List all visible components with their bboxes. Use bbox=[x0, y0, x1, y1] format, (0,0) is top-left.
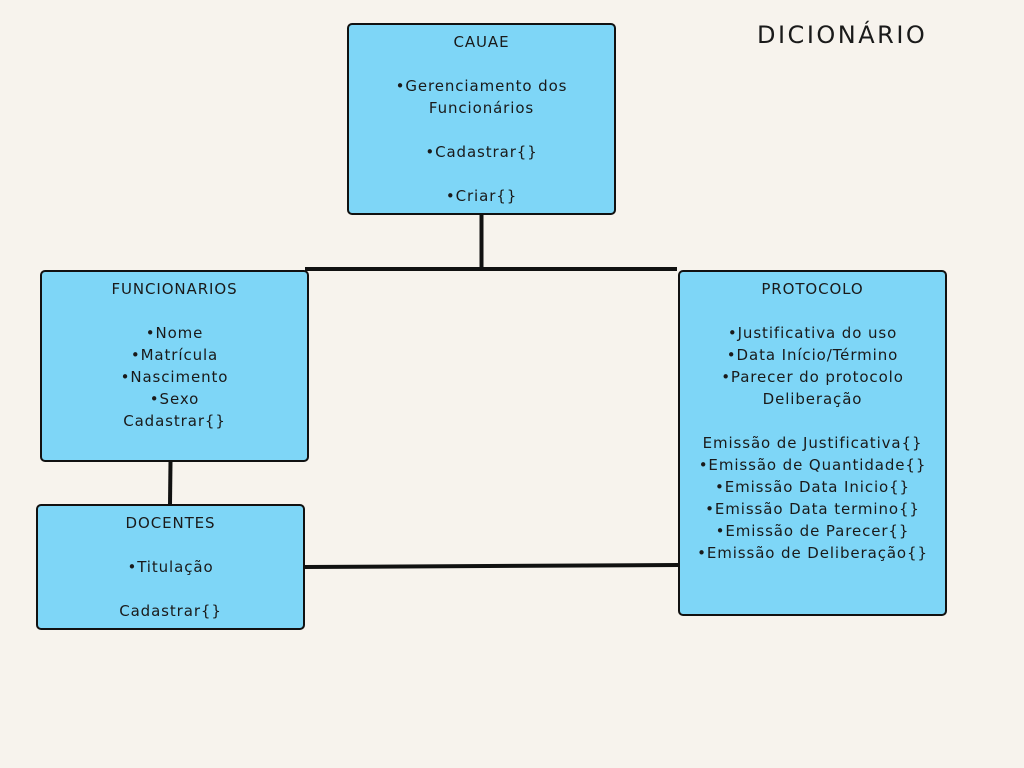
attribute-line: Funcionários bbox=[428, 99, 535, 117]
attribute-line: •Justificativa do uso bbox=[727, 324, 898, 342]
attribute-line: Deliberação bbox=[762, 390, 863, 408]
entity-box-funcionarios: FUNCIONARIOS •Nome•Matrícula•Nascimento•… bbox=[40, 270, 309, 462]
entity-title-docentes: DOCENTES bbox=[125, 514, 216, 532]
attribute-line: •Emissão de Quantidade{} bbox=[698, 456, 927, 474]
entity-title-protocolo: PROTOCOLO bbox=[761, 280, 864, 298]
blank-line bbox=[680, 300, 945, 322]
blank-line bbox=[38, 534, 303, 556]
diagram-title: DICIONÁRIO bbox=[757, 21, 928, 49]
attribute-line: •Titulação bbox=[127, 558, 214, 576]
entity-attributes-protocolo: •Justificativa do uso •Data Início/Términ… bbox=[680, 300, 945, 564]
attribute-line: •Nome bbox=[145, 324, 204, 342]
attribute-line: •Emissão Data Inicio{} bbox=[714, 478, 911, 496]
attribute-line: •Emissão de Parecer{} bbox=[715, 522, 910, 540]
blank-line bbox=[349, 53, 614, 75]
attribute-line: Emissão de Justificativa{} bbox=[702, 434, 923, 452]
blank-line bbox=[38, 578, 303, 600]
entity-title-cauae: CAUAE bbox=[453, 33, 510, 51]
attribute-line: •Gerenciamento dos bbox=[395, 77, 568, 95]
attribute-line: Cadastrar{} bbox=[123, 412, 226, 430]
connector-funcionarios-docentes bbox=[168, 461, 173, 505]
attribute-line: •Emissão Data termino{} bbox=[705, 500, 920, 518]
attribute-line: •Emissão de Deliberação{} bbox=[697, 544, 928, 562]
connector-docentes-protocolo bbox=[304, 563, 679, 569]
blank-line bbox=[349, 163, 614, 185]
attribute-line: •Cadastrar{} bbox=[425, 143, 538, 161]
attribute-line: •Nascimento bbox=[120, 368, 229, 386]
attribute-line: •Matrícula bbox=[130, 346, 219, 364]
attribute-line: •Parecer do protocolo bbox=[721, 368, 904, 386]
blank-line bbox=[680, 410, 945, 432]
attribute-line: •Criar{} bbox=[445, 187, 518, 205]
blank-line bbox=[42, 300, 307, 322]
blank-line bbox=[349, 119, 614, 141]
attribute-line: •Data Início/Término bbox=[726, 346, 899, 364]
attribute-line: Cadastrar{} bbox=[119, 602, 222, 620]
attribute-line: •Sexo bbox=[149, 390, 200, 408]
entity-title-funcionarios: FUNCIONARIOS bbox=[111, 280, 238, 298]
entity-box-protocolo: PROTOCOLO •Justificativa do uso •Data Iní… bbox=[678, 270, 947, 616]
